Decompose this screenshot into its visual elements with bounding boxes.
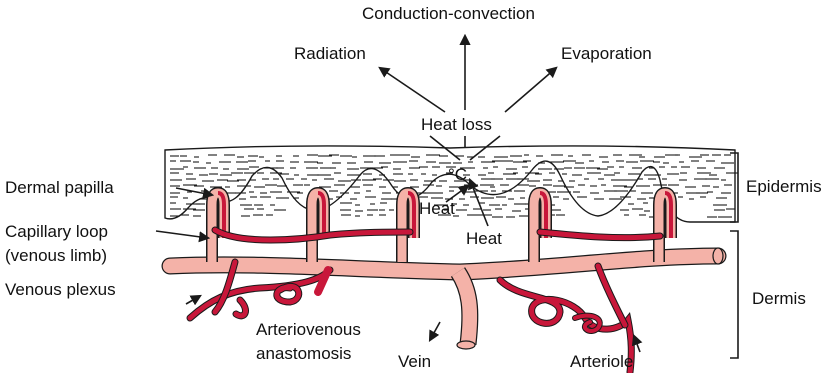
venous-inflow-arrow — [186, 296, 200, 304]
arteriovenous-label: Arteriovenous — [256, 320, 361, 340]
evaporation-label: Evaporation — [561, 44, 652, 64]
radiation-arrow — [380, 68, 445, 112]
surface-temperature-label: °C — [448, 165, 467, 185]
conduction-convection-label: Conduction-convection — [362, 4, 535, 24]
capillary-loop-pointer — [156, 231, 208, 238]
vein-arrow — [430, 322, 440, 340]
arteriole-label: Arteriole — [570, 352, 633, 372]
capillary-loop-label: Capillary loop — [5, 222, 108, 242]
dermal-papilla-label: Dermal papilla — [5, 178, 114, 198]
dermis-label: Dermis — [752, 289, 806, 309]
anastomosis-label: anastomosis — [256, 344, 351, 364]
epidermis-label: Epidermis — [746, 177, 822, 197]
vein-label: Vein — [398, 352, 431, 372]
arteriole-arrow — [634, 336, 640, 352]
venous-plexus — [170, 248, 723, 349]
evaporation-arrow — [505, 68, 556, 112]
heat-lower-label: Heat — [466, 229, 502, 249]
heat-upper-label: Heat — [419, 199, 455, 219]
venous-plexus-label: Venous plexus — [5, 280, 116, 300]
radiation-label: Radiation — [294, 44, 366, 64]
heat-loss-label: Heat loss — [421, 115, 492, 135]
capillary-loop-sub-label: (venous limb) — [5, 246, 107, 266]
